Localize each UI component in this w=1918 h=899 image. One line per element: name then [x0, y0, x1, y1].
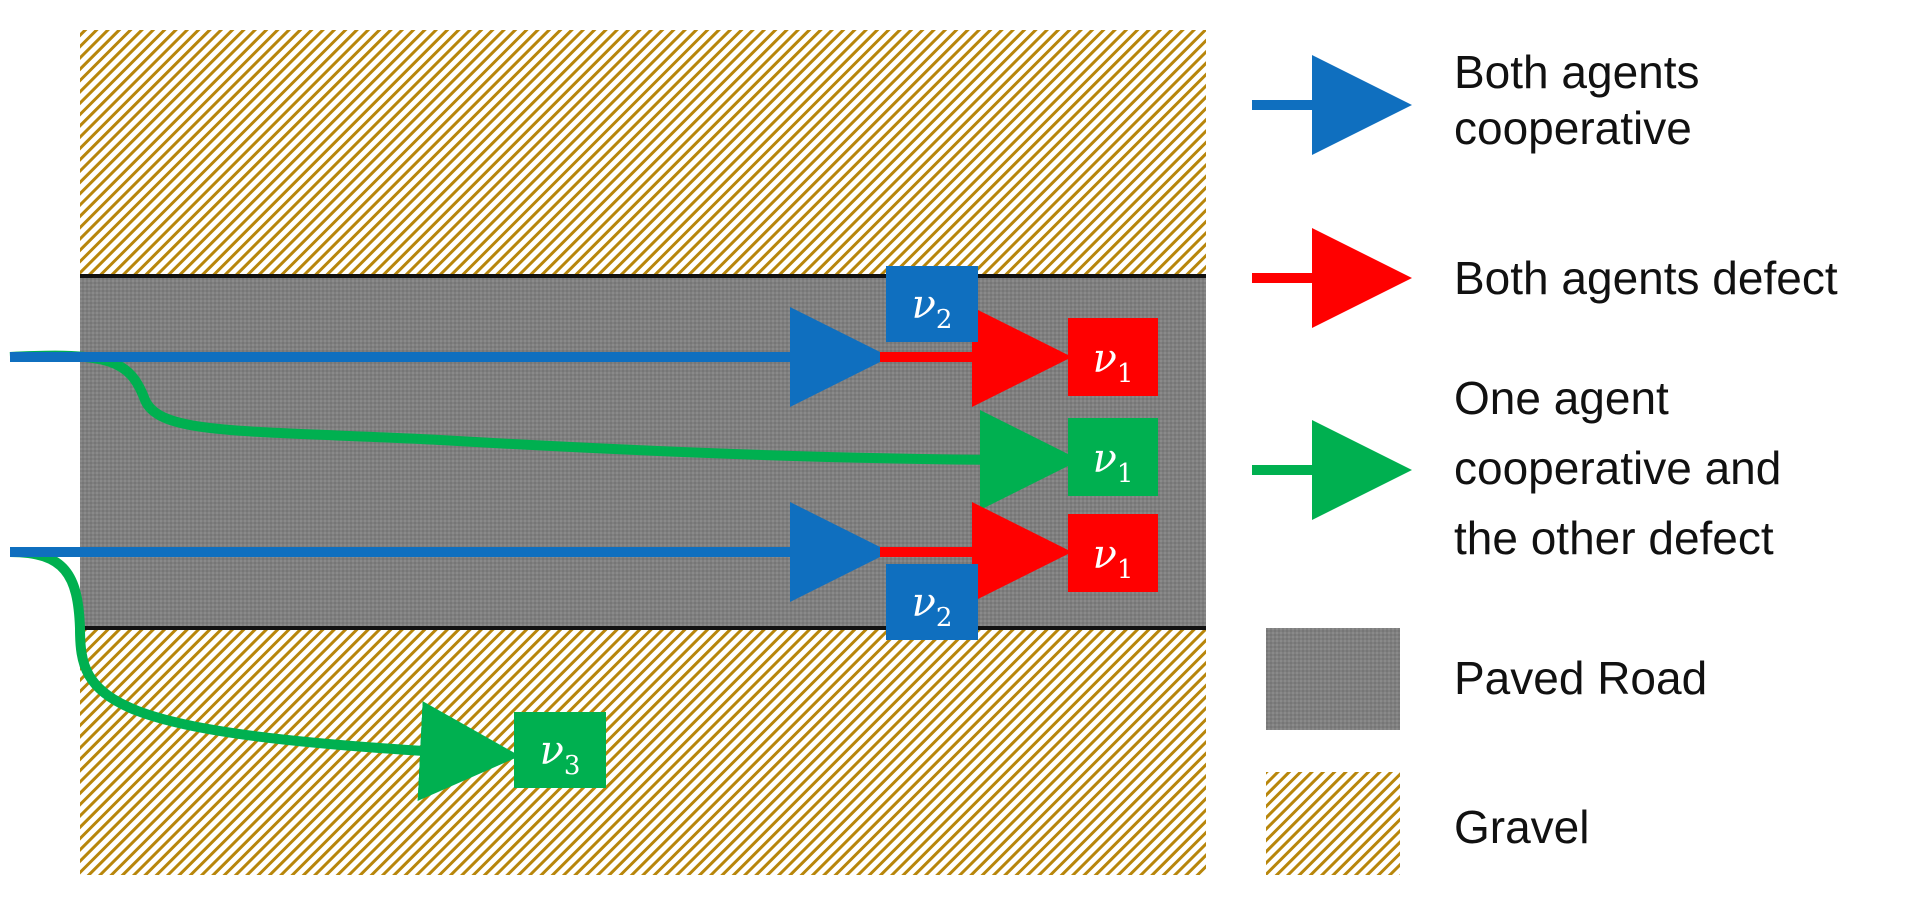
legend-item-mixed: One agent cooperative and the other defe… [1252, 372, 1794, 564]
svg-text:One agent cooperative: One agent cooperative and the other defe… [1454, 372, 1794, 564]
gravel-top [80, 30, 1206, 276]
svg-text:Both agents cooperativ: Both agents cooperative [1454, 46, 1712, 154]
legend-item-cooperative: Both agents cooperative [1252, 46, 1712, 155]
legend-text-defect: Both agents defect [1454, 252, 1838, 304]
vehicle-v2-low: ν2 [886, 564, 978, 640]
green-trajectory-lower [9, 547, 520, 801]
svg-text:ν2: ν2 [912, 282, 953, 335]
legend-text-mixed-line3: the other defect [1454, 512, 1774, 564]
legend-text-cooperative-line1: Both agents [1454, 46, 1700, 98]
legend-item-gravel: Gravel [1266, 772, 1589, 875]
vehicle-v3: ν3 [514, 712, 606, 788]
svg-text:ν1: ν1 [1093, 532, 1134, 585]
legend: Both agents cooperative Both agents defe… [1252, 46, 1838, 875]
svg-text:ν1: ν1 [1093, 336, 1134, 389]
vehicle-v1-top: ν1 [1068, 318, 1158, 396]
legend-item-defect: Both agents defect [1252, 228, 1838, 328]
legend-text-cooperative-line2: cooperative [1454, 102, 1692, 154]
green-trajectory-upper [9, 350, 1080, 510]
legend-text-mixed-line2: cooperative and [1454, 442, 1781, 494]
legend-swatch-paved-road [1266, 628, 1400, 730]
legend-item-paved: Paved Road [1266, 628, 1707, 730]
svg-text:ν3: ν3 [540, 728, 581, 781]
svg-text:ν2: ν2 [912, 580, 953, 633]
gravel-bottom [80, 628, 1206, 875]
legend-text-mixed-line1: One agent [1454, 372, 1669, 424]
vehicle-v1-low: ν1 [1068, 514, 1158, 592]
svg-text:ν1: ν1 [1093, 436, 1134, 489]
legend-swatch-gravel [1266, 772, 1400, 875]
legend-text-gravel: Gravel [1454, 801, 1589, 853]
legend-text-paved-road: Paved Road [1454, 652, 1707, 704]
vehicle-v2-top: ν2 [886, 266, 978, 342]
vehicle-v1-mid: ν1 [1068, 418, 1158, 496]
